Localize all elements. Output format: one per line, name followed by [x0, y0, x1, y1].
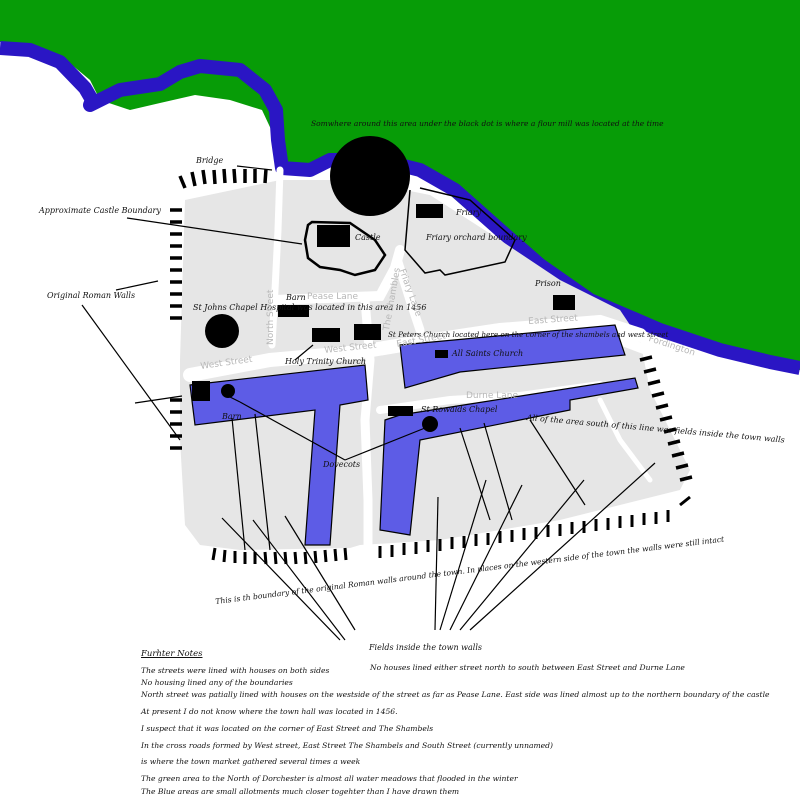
dovecots-label: Dovecots — [323, 460, 361, 469]
note-line: North street was patially lined with hou… — [141, 690, 770, 699]
roman-walls-label: Original Roman Walls — [47, 291, 136, 300]
castle-boundary — [303, 220, 387, 277]
water-meadow-area — [0, 0, 800, 370]
note-line: The green area to the North of Dorcheste… — [141, 774, 518, 783]
leader-lines — [81, 165, 656, 641]
allotments — [189, 324, 639, 546]
friary-orchard-boundary — [404, 187, 516, 276]
st-peters-label: St Peters Church located here on the cor… — [388, 330, 669, 339]
castle-boundary-label: Approximate Castle Boundary — [39, 206, 161, 215]
street-north-street: North Street — [266, 289, 276, 345]
holy-trinity-label: Holy Trinity Church — [285, 357, 367, 366]
note-line: No housing lined any of the boundaries — [141, 678, 293, 687]
notes-right-note: No houses lined either street north to s… — [370, 663, 685, 672]
street-durne-lane: Durne Lane — [466, 391, 519, 401]
note-line: I suspect that it was located on the cor… — [141, 724, 434, 733]
castle-label: Castle — [355, 233, 381, 242]
barn-south-label: Barn — [222, 412, 242, 421]
st-rowalds-label: St Rowalds Chapel — [421, 405, 498, 414]
all-saints-label: All Saints Church — [452, 349, 524, 358]
flour-mill-dot — [330, 136, 410, 216]
flour-mill-label: Somwhere around this area under the blac… — [311, 119, 664, 128]
bridge-label: Bridge — [196, 156, 224, 165]
prison-label: Prison — [535, 279, 561, 288]
friary-orchard-label: Friary orchard boundary — [426, 233, 527, 242]
barn-north-label: Barn — [286, 293, 306, 302]
street-pease-lane: Pease Lane — [307, 292, 359, 302]
note-line: The streets were lined with houses on bo… — [141, 666, 330, 675]
st-johns-label: St Johns Chapel Hospital was located in … — [193, 303, 427, 312]
note-line: In the cross roads formed by West street… — [141, 741, 554, 750]
buildings — [192, 204, 575, 432]
notes-title: Furhter Notes — [141, 649, 203, 659]
fields-inside-label: Fields inside the town walls — [369, 643, 483, 652]
streets — [183, 166, 745, 550]
note-line: At present I do not know where the town … — [141, 707, 398, 716]
note-line: is where the town market gathered severa… — [141, 757, 361, 766]
note-line: The Blue areas are small allotments much… — [141, 787, 460, 796]
roman-wall-ticks — [170, 168, 693, 482]
friary-label: Friary — [456, 208, 482, 217]
